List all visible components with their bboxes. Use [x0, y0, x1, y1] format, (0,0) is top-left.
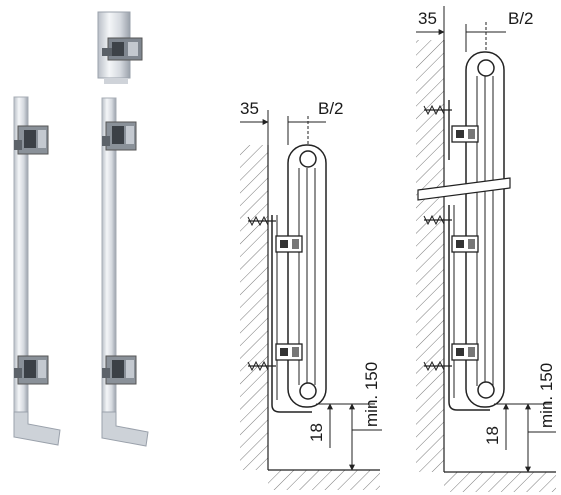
dim-bottom-gap-label-1: 18: [307, 423, 326, 442]
top-bracket-clip-photo: [97, 11, 143, 84]
long-bracket-photo-left: [13, 96, 61, 446]
dim-wall-offset-label-1: 35: [240, 99, 259, 118]
radiator-bottom-port-2: [477, 381, 495, 399]
dim-half-width-label-2: B/2: [508, 9, 534, 28]
radiator-top-port: [299, 150, 317, 168]
bracket-photos: [13, 11, 149, 447]
wall-anchor-upper: [247, 215, 276, 227]
radiator-top-port-2: [477, 59, 495, 77]
dim-floor-clearance-label-1: min. 150: [362, 362, 381, 427]
dimension-bottom-2: [494, 403, 556, 473]
dim-floor-clearance-label-2: min. 150: [537, 363, 556, 428]
long-bracket-photo-right: [101, 97, 149, 447]
radiator-bottom-port: [299, 382, 317, 400]
floor-hatch-2: [444, 472, 556, 492]
wall-anchor-mid-2: [423, 214, 452, 226]
wall-anchor-low-2: [423, 360, 452, 372]
floor-hatch: [268, 470, 380, 490]
dimension-bottom: [316, 403, 382, 471]
break-band: [417, 177, 511, 201]
dim-half-width-label-1: B/2: [318, 99, 344, 118]
installation-drawing-1: [240, 110, 382, 490]
dimension-top-2: [416, 6, 506, 52]
dim-wall-offset-label-2: 35: [418, 9, 437, 28]
wall-hatch: [240, 145, 268, 470]
installation-drawing-2: [416, 6, 556, 492]
wall-anchor-lower: [247, 360, 276, 372]
wall-hatch-2: [416, 40, 444, 472]
dim-bottom-gap-label-2: 18: [483, 426, 502, 445]
wall-anchor-top-2: [423, 104, 452, 116]
dimension-top: [240, 110, 326, 145]
